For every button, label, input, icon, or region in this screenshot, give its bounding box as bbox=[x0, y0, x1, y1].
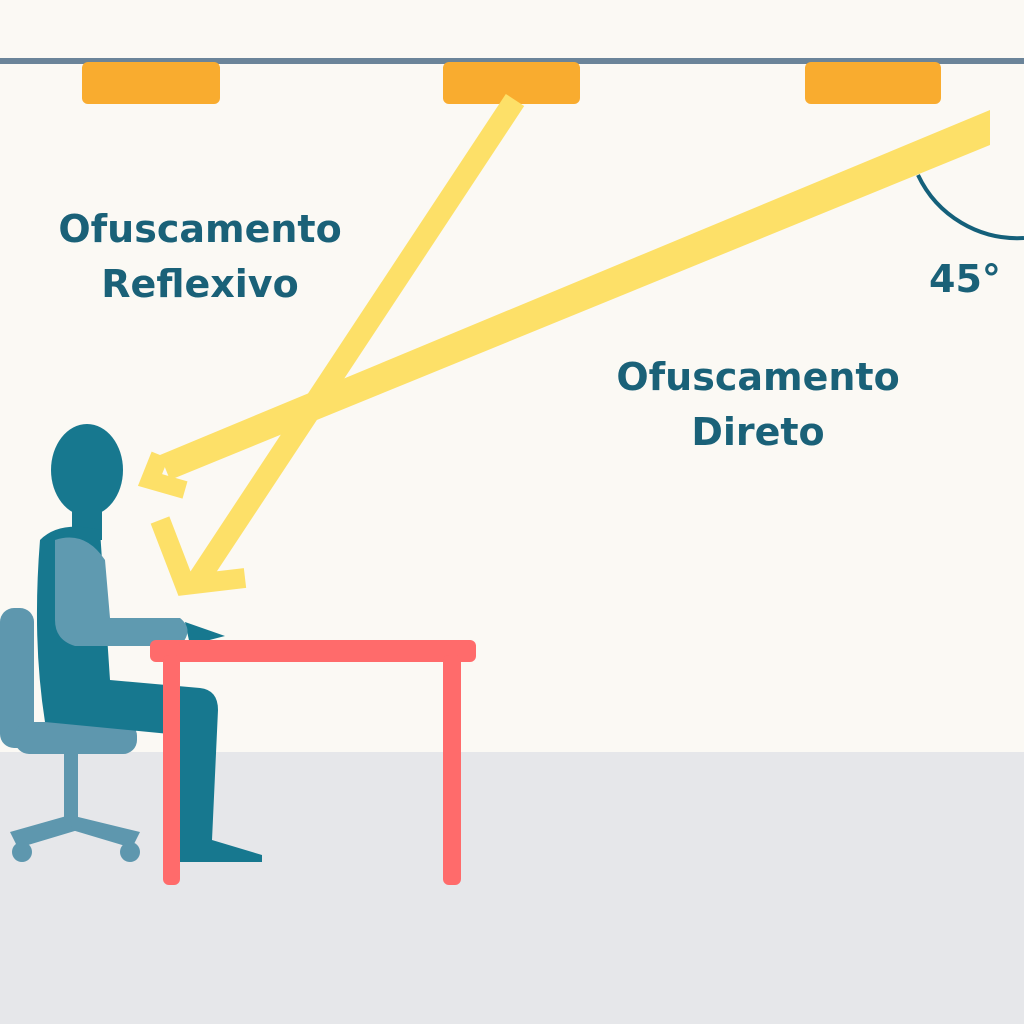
desk bbox=[150, 640, 476, 885]
reflexive-arrowhead bbox=[150, 516, 247, 596]
direct-arrowhead bbox=[137, 451, 188, 499]
direct-glare-beam bbox=[137, 110, 990, 499]
ceiling-light-3 bbox=[805, 62, 941, 104]
person-head bbox=[51, 424, 123, 516]
office-chair bbox=[0, 608, 140, 862]
angle-label: 45° bbox=[929, 257, 1001, 301]
direct-label-line2: Direto bbox=[691, 410, 824, 454]
ceiling-light-1 bbox=[82, 62, 220, 104]
ceiling bbox=[0, 58, 1024, 64]
seated-person bbox=[36, 424, 263, 862]
reflexive-glare-beam bbox=[150, 93, 525, 596]
person-arm bbox=[55, 537, 188, 646]
ceiling-light-2 bbox=[443, 62, 580, 104]
reflexive-label-line2: Reflexivo bbox=[101, 262, 298, 306]
reflexive-label-line1: Ofuscamento bbox=[58, 207, 341, 251]
angle-arc bbox=[916, 174, 1024, 241]
floor bbox=[0, 752, 1024, 1024]
direct-label-line1: Ofuscamento bbox=[616, 355, 899, 399]
